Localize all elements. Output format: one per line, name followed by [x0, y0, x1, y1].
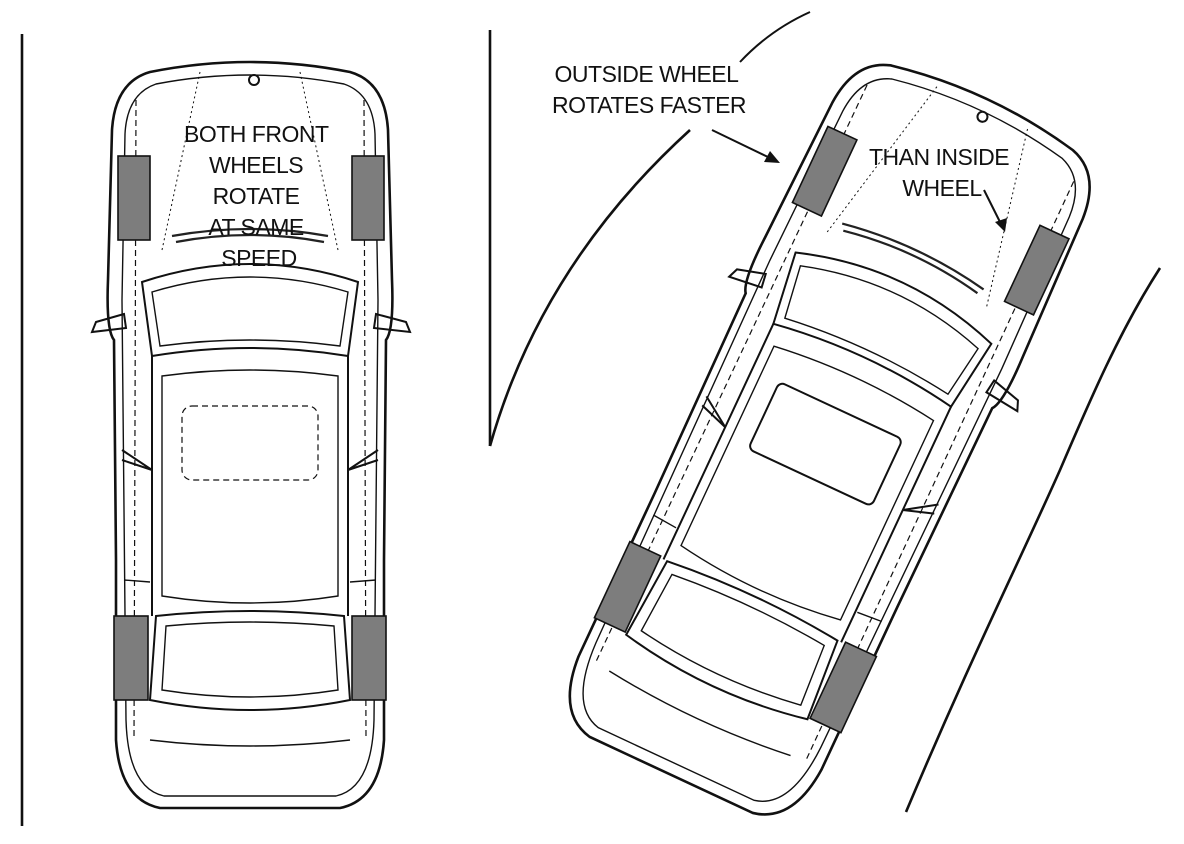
- left-label: BOTH FRONT WHEELS ROTATE AT SAME SPEED: [184, 121, 334, 271]
- outside-wheel-arrowhead: [764, 151, 780, 163]
- left-car-roof-line: [161, 369, 339, 604]
- right-car-cowl-vent: [841, 222, 985, 295]
- left-car-hood-ornament: [248, 74, 260, 86]
- right-car-windshield-inner: [783, 265, 979, 396]
- right-lane-top-curve: [739, 11, 811, 63]
- right-car-sunroof: [749, 382, 902, 506]
- left-car-body: [106, 60, 394, 810]
- inside-wheel-arrowhead: [995, 218, 1007, 232]
- left-car-rear-window-inner: [161, 621, 339, 698]
- left-car-windshield: [140, 263, 360, 358]
- left-front-right-wheel: [351, 155, 385, 241]
- right-car-roof-line: [680, 345, 935, 621]
- left-car-cowl-vent: [171, 227, 329, 244]
- right-car-c-pillar: [652, 514, 882, 623]
- left-car-rear-window: [148, 610, 352, 711]
- right-arrows: [711, 129, 1007, 232]
- left-label-line-4: AT SAME: [208, 214, 303, 240]
- left-car-trunk: [149, 739, 351, 747]
- right-front-right-wheel: [1003, 224, 1071, 316]
- right-car-hood-ornament: [976, 110, 989, 123]
- left-car-roof: [151, 356, 349, 616]
- right-car-roof: [662, 323, 952, 643]
- right-rear-right-wheel: [809, 641, 878, 734]
- right-car: [568, 63, 1091, 816]
- inside-wheel-label-line-1: THAN INSIDE: [869, 144, 1009, 170]
- right-car-mirror-right: [985, 378, 1019, 413]
- left-car-b-pillar-right: [347, 449, 379, 471]
- right-car-b-pillar-right: [902, 503, 939, 515]
- inside-wheel-label-line-2: WHEEL: [902, 175, 982, 201]
- left-car-mirror-right: [372, 312, 412, 334]
- outside-wheel-label: OUTSIDE WHEEL ROTATES FASTER: [552, 61, 746, 118]
- right-car-b-pillar-left: [701, 395, 727, 428]
- right-car-mirror-left: [727, 268, 768, 289]
- left-label-line-3: ROTATE: [213, 183, 300, 209]
- left-label-line-5: SPEED: [221, 245, 296, 271]
- left-car-c-pillar: [123, 579, 377, 583]
- inside-wheel-arrow-line: [983, 189, 1001, 223]
- right-lane-inner-curve: [904, 267, 1162, 813]
- left-car-sunroof: [181, 405, 319, 481]
- right-front-left-wheel: [791, 125, 858, 218]
- left-label-line-2: WHEELS: [209, 152, 303, 178]
- left-panel: BOTH FRONT WHEELS ROTATE AT SAME SPEED: [20, 34, 412, 826]
- left-car-hood-lines: [161, 71, 339, 251]
- left-front-left-wheel: [117, 155, 151, 241]
- left-rear-left-wheel: [113, 615, 149, 701]
- right-car-rear-window-inner: [640, 573, 826, 706]
- left-label-line-1: BOTH FRONT: [184, 121, 329, 147]
- left-car-b-pillar-left: [121, 449, 153, 471]
- outside-wheel-label-line-2: ROTATES FASTER: [552, 92, 746, 118]
- right-car-rear-window: [624, 559, 839, 721]
- left-car-windshield-inner: [151, 276, 349, 347]
- right-car-trunk: [608, 670, 791, 757]
- left-car-mirror-left: [90, 312, 128, 334]
- right-rear-left-wheel: [593, 540, 662, 634]
- inside-wheel-label: THAN INSIDE WHEEL: [869, 144, 1015, 201]
- left-car: [90, 60, 412, 810]
- outside-wheel-arrow-line: [711, 129, 771, 159]
- outside-wheel-label-line-1: OUTSIDE WHEEL: [555, 61, 740, 87]
- right-lane-outer-curve: [488, 129, 691, 447]
- right-car-hood-lines: [826, 86, 1029, 307]
- right-panel: OUTSIDE WHEEL ROTATES FASTER THAN INSIDE…: [488, 11, 1162, 816]
- right-car-body: [568, 63, 1091, 816]
- left-rear-right-wheel: [351, 615, 387, 701]
